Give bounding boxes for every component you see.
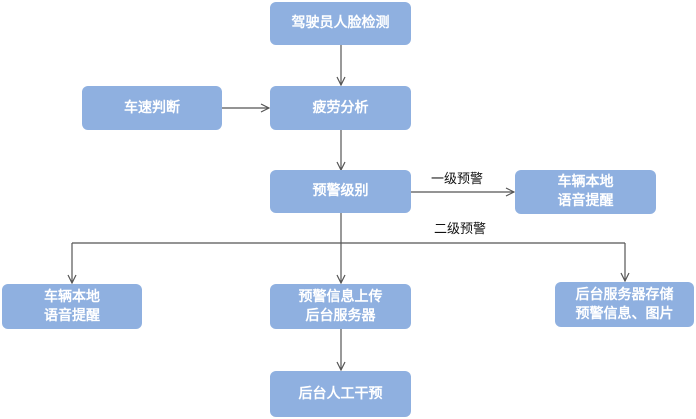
node-local-voice-right-line1: 车辆本地 (557, 174, 614, 190)
node-speed-judgment-label: 车速判断 (124, 99, 180, 116)
node-manual-intervention-label: 后台人工干预 (298, 385, 383, 402)
node-server-storage-line1: 后台服务器存储 (575, 286, 674, 303)
node-speed-judgment: 车速判断 (82, 86, 222, 130)
node-face-detection: 驾驶员人脸检测 (270, 2, 411, 45)
node-local-voice-left-line2: 语音提醒 (44, 307, 100, 324)
node-face-detection-label: 驾驶员人脸检测 (291, 15, 390, 31)
node-upload-server: 预警信息上传 后台服务器 (270, 284, 411, 329)
node-warning-level: 预警级别 (270, 170, 411, 213)
node-server-storage: 后台服务器存储 预警信息、图片 (555, 282, 694, 327)
node-warning-level-label: 预警级别 (312, 183, 369, 199)
node-local-voice-right: 车辆本地 语音提醒 (515, 170, 656, 214)
edge-label-level-one: 一级预警 (431, 172, 484, 187)
node-upload-server-line1: 预警信息上传 (298, 288, 383, 305)
node-upload-server-line2: 后台服务器 (305, 307, 376, 324)
edge-label-level-two: 二级预警 (434, 222, 487, 237)
node-manual-intervention: 后台人工干预 (270, 371, 411, 417)
node-fatigue-analysis: 疲劳分析 (270, 86, 411, 130)
node-local-voice-left: 车辆本地 语音提醒 (2, 284, 142, 329)
node-local-voice-right-line2: 语音提醒 (557, 193, 614, 209)
node-local-voice-left-line1: 车辆本地 (44, 288, 100, 305)
node-server-storage-line2: 预警信息、图片 (575, 305, 674, 322)
node-fatigue-analysis-label: 疲劳分析 (312, 99, 369, 116)
